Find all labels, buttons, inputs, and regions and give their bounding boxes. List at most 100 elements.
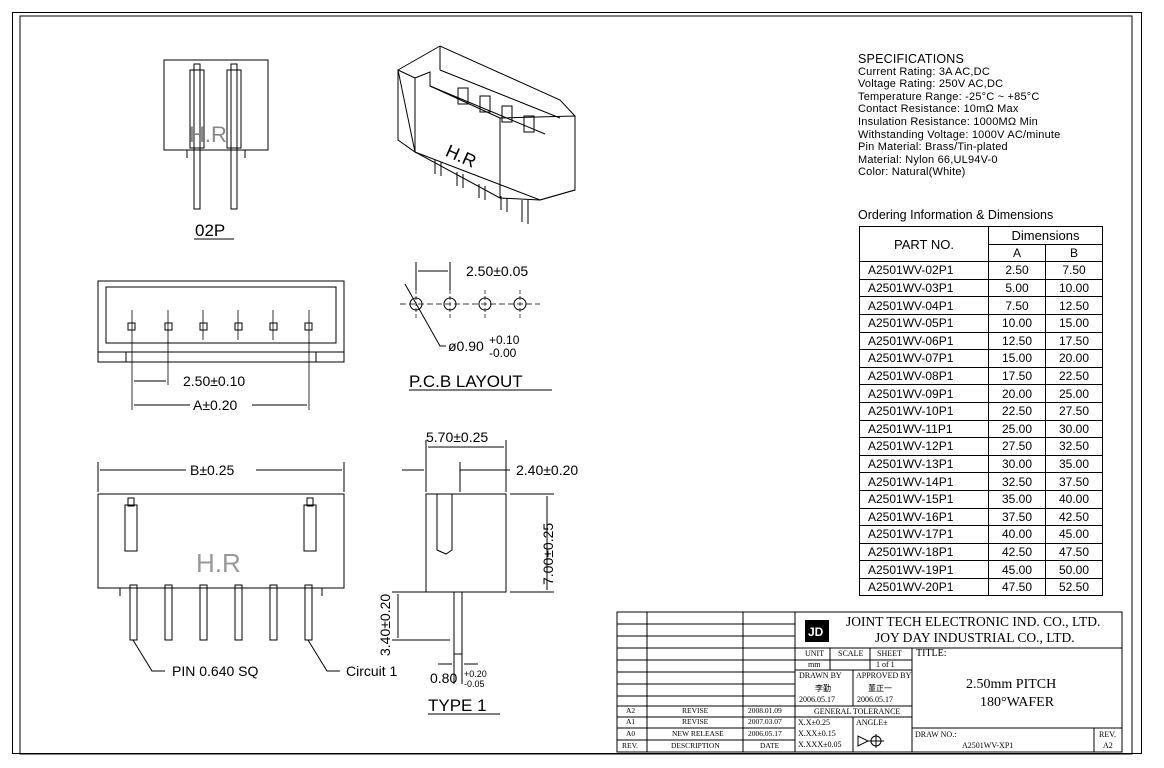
- col-part-no: PART NO.: [859, 225, 989, 263]
- pin-label: PIN 0.640 SQ: [172, 663, 258, 679]
- rev-row-desc: REVISE: [682, 706, 709, 715]
- part-number-cell: A2501WV-15P1: [859, 489, 989, 509]
- unit-label: UNIT: [805, 649, 825, 658]
- dimension-a-cell: 37.50: [988, 507, 1046, 527]
- part-number-cell: A2501WV-08P1: [859, 366, 989, 386]
- rev-row-id: A1: [626, 717, 636, 726]
- spec-line: Withstanding Voltage: 1000V AC/minute: [858, 128, 1061, 141]
- tolerance-2: X.XX±0.15: [798, 729, 836, 738]
- spec-line: Current Rating: 3A AC,DC: [858, 65, 990, 78]
- part-number-cell: A2501WV-16P1: [859, 507, 989, 527]
- specifications: SPECIFICATIONS Current Rating: 3A AC,DC …: [858, 53, 1060, 179]
- iso-logo: H.R: [443, 141, 479, 172]
- dimension-b-cell: 32.50: [1045, 437, 1103, 456]
- side-offset-dim: 2.40±0.20: [516, 462, 578, 478]
- angle-label: ANGLE±: [856, 718, 888, 727]
- dimension-a-cell: 17.50: [988, 366, 1046, 386]
- side-pin-dim: 0.80: [430, 670, 457, 686]
- spec-line: Contact Resistance: 10mΩ Max: [858, 103, 1019, 116]
- part-number-cell: A2501WV-02P1: [859, 261, 989, 280]
- dimension-a-cell: 22.50: [988, 401, 1046, 421]
- dimension-a-cell: 35.00: [988, 489, 1046, 509]
- company-name-1: JOINT TECH ELECTRONIC IND. CO., LTD.: [846, 614, 1101, 629]
- dimension-b-cell: 12.50: [1045, 296, 1103, 315]
- dimension-a-cell: 45.00: [988, 560, 1046, 579]
- side-height-dim: 7.00±0.25: [540, 523, 556, 585]
- company-logo: [805, 620, 829, 642]
- col-a: A: [988, 243, 1046, 263]
- front-view-pins: 2.50±0.10 A±0.20: [97, 280, 345, 413]
- dimension-a-cell: 10.00: [988, 313, 1046, 333]
- dimension-a-cell: 30.00: [988, 454, 1046, 474]
- part-number-cell: A2501WV-06P1: [859, 331, 989, 351]
- dimension-a-cell: 27.50: [988, 437, 1046, 456]
- front-a-dim: A±0.20: [193, 397, 237, 413]
- spec-line: Voltage Rating: 250V AC,DC: [858, 78, 1004, 91]
- ordering-title: Ordering Information & Dimensions: [858, 208, 1054, 222]
- rev-value: A2: [1103, 741, 1113, 750]
- pcb-hole-tol-minus: -0.00: [489, 346, 517, 360]
- spec-line: Pin Material: Brass/Tin-plated: [858, 141, 1008, 154]
- dimension-b-cell: 27.50: [1045, 401, 1103, 421]
- dimension-b-cell: 10.00: [1045, 278, 1103, 298]
- tolerance-1: X.X±0.25: [798, 718, 830, 727]
- part-number-cell: A2501WV-20P1: [859, 577, 989, 597]
- front-b-dim: B±0.25: [190, 462, 234, 478]
- part-number-cell: A2501WV-14P1: [859, 472, 989, 491]
- part-number-cell: A2501WV-19P1: [859, 560, 989, 579]
- rev-column-header: REV.: [622, 741, 638, 750]
- part-number-cell: A2501WV-18P1: [859, 542, 989, 562]
- part-number-cell: A2501WV-11P1: [859, 419, 989, 439]
- spec-title: SPECIFICATIONS: [858, 52, 965, 66]
- draw-no-label: DRAW NO.:: [915, 730, 957, 739]
- col-dimensions: Dimensions: [988, 226, 1103, 245]
- front-logo: H.R: [196, 548, 241, 578]
- part-number-cell: A2501WV-17P1: [859, 525, 989, 544]
- part-number-cell: A2501WV-10P1: [859, 401, 989, 421]
- drawn-by-date: 2006.05.17: [799, 695, 835, 704]
- title-block: JD: [616, 611, 1123, 753]
- drawn-by-name: 李勤: [815, 684, 831, 693]
- dimension-b-cell: 52.50: [1045, 577, 1103, 597]
- col-b: B: [1045, 243, 1103, 263]
- isometric-view: H.R: [397, 45, 576, 224]
- approved-by-name: 董正一: [868, 684, 892, 693]
- dimension-b-cell: 35.00: [1045, 454, 1103, 474]
- dimension-a-cell: 32.50: [988, 472, 1046, 491]
- spec-line: Temperature Range: -25°C ~ +85°C: [858, 90, 1040, 103]
- part-number-cell: A2501WV-12P1: [859, 437, 989, 456]
- side-width-dim: 5.70±0.25: [426, 429, 488, 445]
- rev-row-id: A0: [626, 729, 636, 738]
- dimension-b-cell: 25.00: [1045, 384, 1103, 403]
- part-number-cell: A2501WV-05P1: [859, 313, 989, 333]
- title-line-1: 2.50mm PITCH: [966, 677, 1057, 692]
- title-label: TITLE:: [916, 648, 947, 659]
- dimension-b-cell: 40.00: [1045, 489, 1103, 509]
- dimension-b-cell: 30.00: [1045, 419, 1103, 439]
- side-pin-tol-minus: -0.05: [464, 679, 485, 689]
- spec-line: Color: Natural(White): [858, 166, 966, 179]
- dimension-b-cell: 15.00: [1045, 313, 1103, 333]
- dimension-b-cell: 20.00: [1045, 349, 1103, 368]
- dimension-b-cell: 45.00: [1045, 525, 1103, 544]
- dimension-a-cell: 42.50: [988, 542, 1046, 562]
- spec-line: Material: Nylon 66,UL94V-0: [858, 153, 998, 166]
- rev-row-date: 2007.03.07: [748, 717, 782, 726]
- rev-row-id: A2: [626, 706, 636, 715]
- dimension-b-cell: 50.00: [1045, 560, 1103, 579]
- circuit-label: Circuit 1: [346, 663, 398, 679]
- top-view-label: 02P: [195, 221, 225, 240]
- side-view: 5.70±0.25 2.40±0.20 7.00±0.25 3.40±0.20 …: [377, 429, 578, 715]
- sheet-label: SHEET: [877, 649, 902, 658]
- description-column-header: DESCRIPTION: [671, 741, 720, 750]
